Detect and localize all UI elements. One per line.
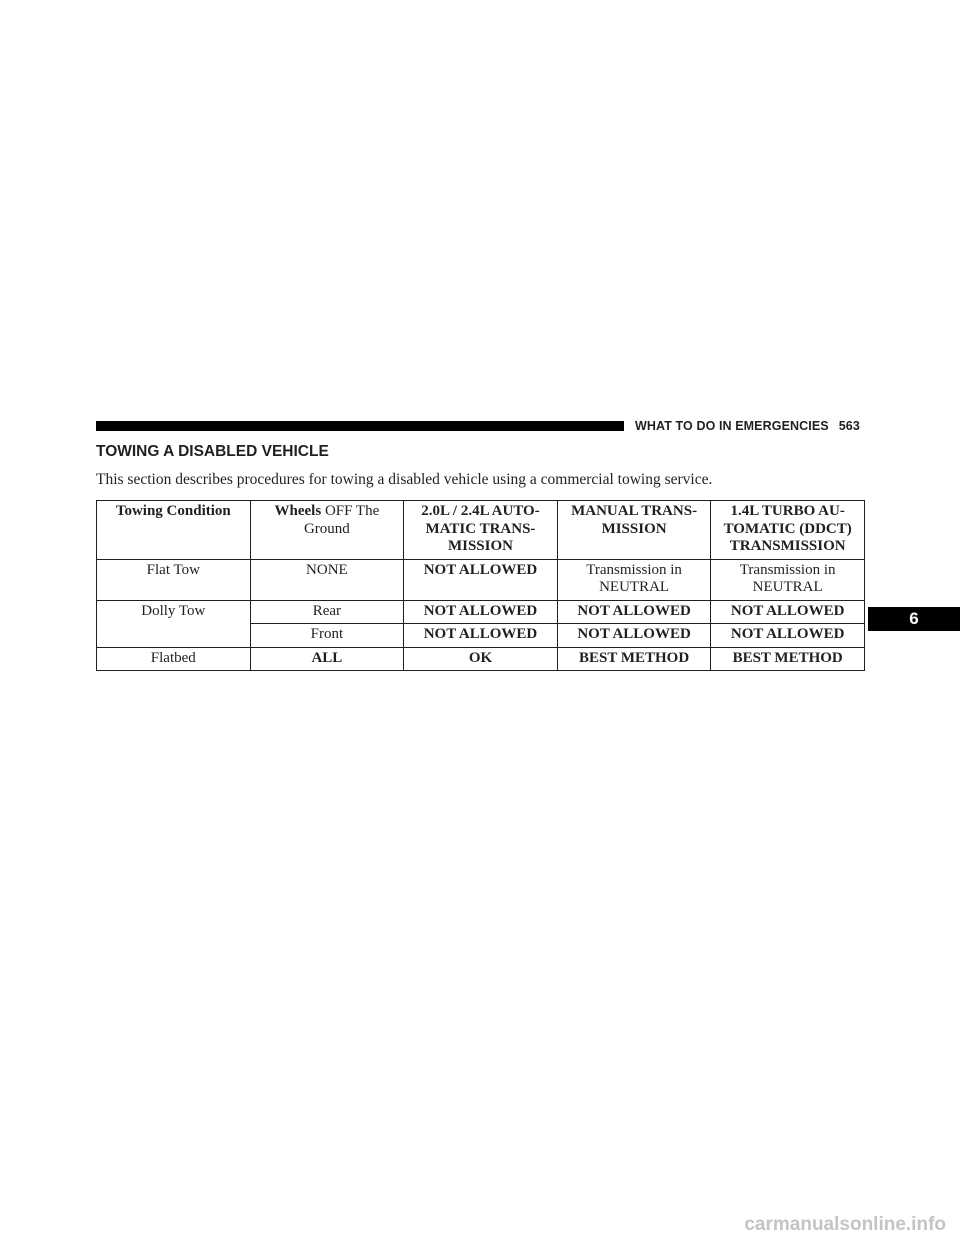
cell-condition: Dolly Tow — [96, 599, 251, 648]
header-automatic-transmission: 2.0L / 2.4L AUTO-MATIC TRANS-MISSION — [403, 500, 558, 560]
cell-manual: BEST METHOD — [556, 646, 712, 671]
cell-condition: Flatbed — [96, 646, 251, 671]
intro-paragraph: This section describes procedures for to… — [96, 471, 713, 488]
cell-wheels: Front — [249, 623, 405, 648]
table-row: Front NOT ALLOWED NOT ALLOWED NOT ALLOWE… — [97, 623, 865, 648]
chapter-tab: 6 — [868, 607, 960, 631]
header-section-title: WHAT TO DO IN EMERGENCIES — [635, 419, 829, 433]
cell-condition: Flat Tow — [96, 558, 251, 601]
header-manual-transmission: MANUAL TRANS-MISSION — [556, 500, 712, 560]
table-header-row: Towing Condition Wheels OFF The Ground 2… — [96, 500, 865, 560]
cell-wheels: ALL — [249, 646, 405, 671]
cell-manual: NOT ALLOWED — [556, 599, 712, 624]
cell-ddct: NOT ALLOWED — [710, 599, 865, 624]
cell-automatic: NOT ALLOWED — [403, 599, 558, 624]
section-title: TOWING A DISABLED VEHICLE — [96, 443, 329, 460]
header-ddct-transmission: 1.4L TURBO AU-TOMATIC (DDCT) TRANSMISSIO… — [710, 500, 865, 560]
header-wheels-rest: OFF The Ground — [303, 503, 380, 537]
table-row: Flatbed ALL OK BEST METHOD BEST METHOD — [96, 646, 865, 671]
table-row: Flat Tow NONE NOT ALLOWED Transmission i… — [96, 558, 865, 601]
cell-wheels: Rear — [249, 599, 405, 624]
header-wheels-label: Wheels — [274, 503, 322, 519]
table-row: Dolly Tow Rear NOT ALLOWED NOT ALLOWED N… — [96, 599, 865, 648]
cell-wheels: NONE — [249, 558, 405, 601]
cell-manual: Transmission in NEUTRAL — [556, 558, 712, 601]
watermark-text: carmanualsonline.info — [744, 1214, 946, 1235]
cell-automatic: NOT ALLOWED — [403, 623, 558, 648]
towing-table: Towing Condition Wheels OFF The Ground 2… — [96, 500, 865, 671]
cell-ddct: NOT ALLOWED — [710, 623, 865, 648]
cell-ddct: BEST METHOD — [710, 646, 865, 671]
cell-automatic: OK — [403, 646, 558, 671]
header-wheels-off-ground: Wheels OFF The Ground — [249, 500, 405, 560]
header-rule — [96, 421, 624, 431]
cell-ddct: Transmission in NEUTRAL — [710, 558, 865, 601]
running-header: WHAT TO DO IN EMERGENCIES 563 — [635, 419, 865, 434]
cell-automatic: NOT ALLOWED — [403, 558, 558, 601]
cell-manual: NOT ALLOWED — [556, 623, 712, 648]
header-towing-condition: Towing Condition — [96, 500, 251, 560]
page-number: 563 — [838, 419, 860, 433]
